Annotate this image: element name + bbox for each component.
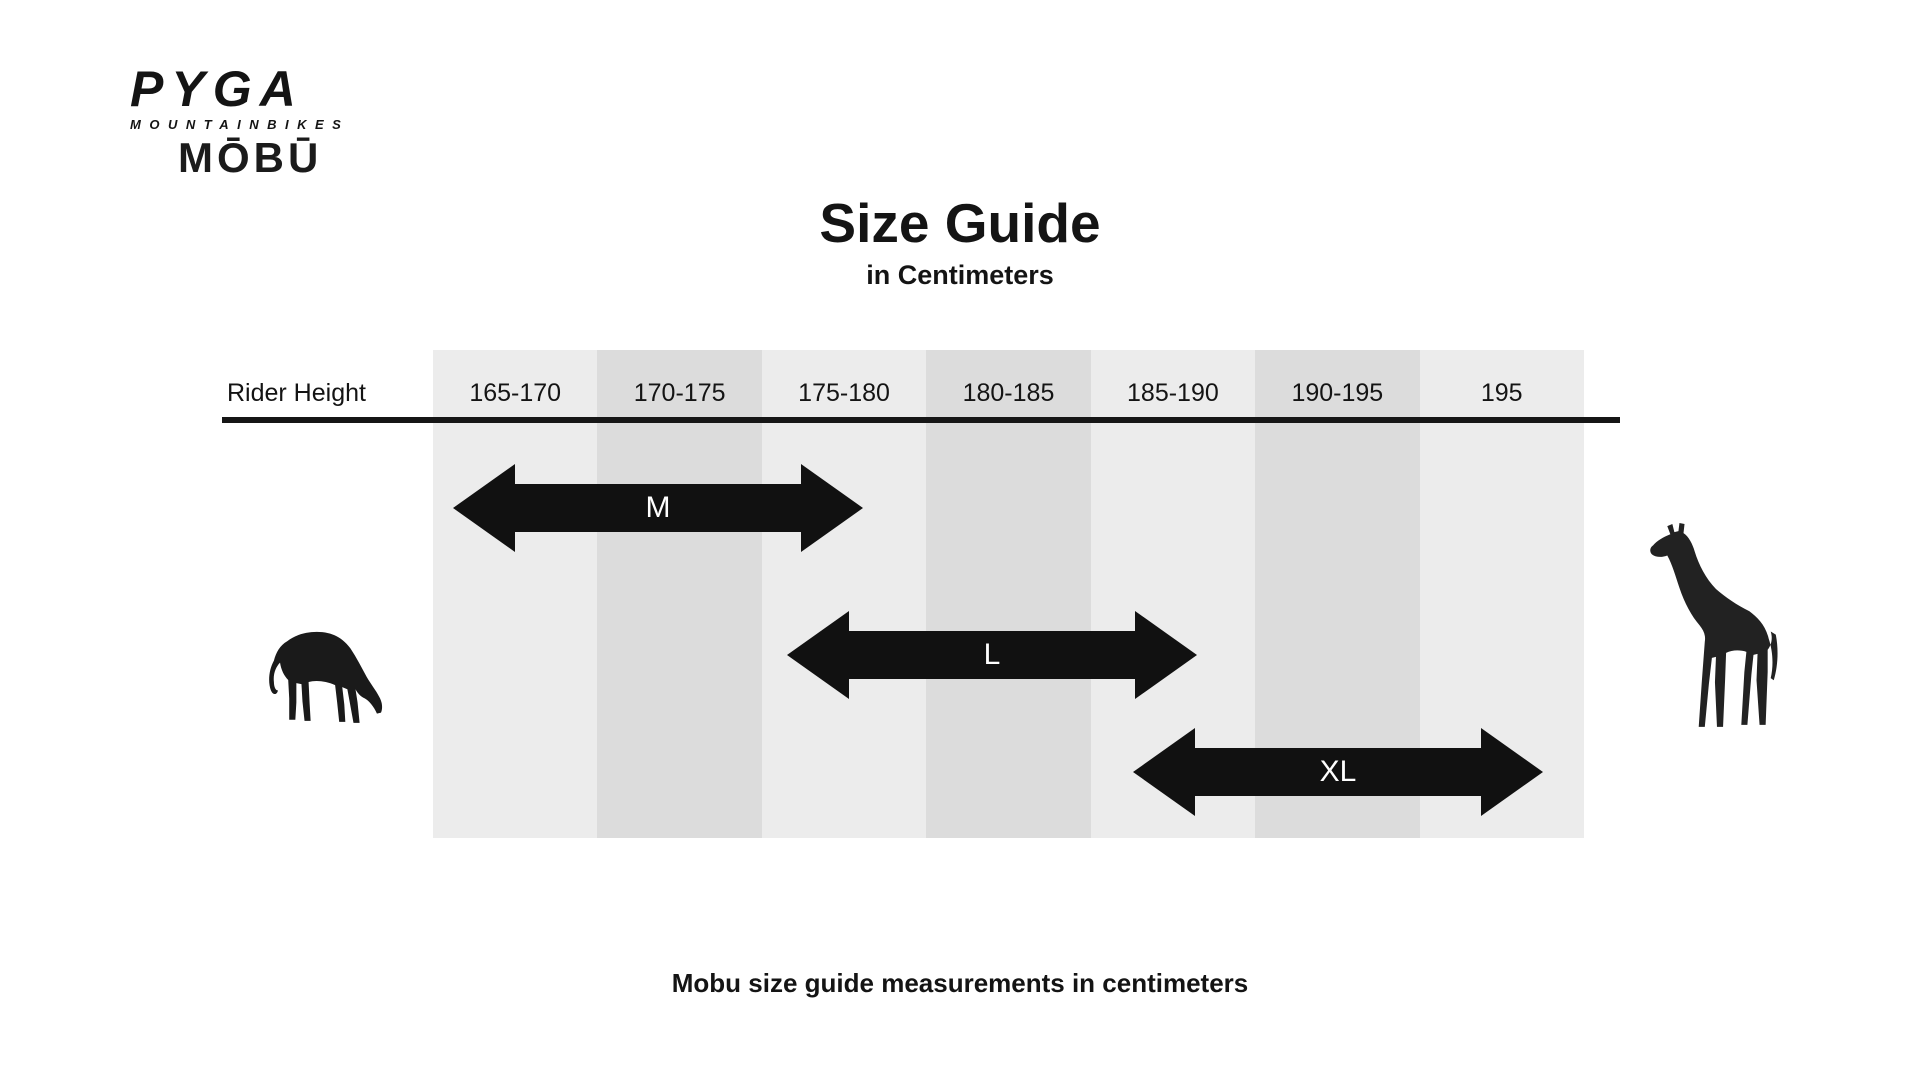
column-header-195: 195: [1480, 379, 1523, 407]
pony-icon: [269, 631, 383, 723]
column-header-175-180: 175-180: [798, 379, 890, 407]
height-column-band: [433, 350, 598, 838]
column-header-190-195: 190-195: [1291, 379, 1384, 407]
pyga-wordmark: PYGA: [130, 61, 304, 117]
size-arrow-xl: XL: [1133, 728, 1543, 816]
rider-height-label: Rider Height: [227, 379, 366, 407]
size-label-xl: XL: [1319, 755, 1357, 788]
page-title: Size Guide: [819, 192, 1101, 254]
arrow-left-head-icon: [1133, 728, 1195, 816]
arrow-left-head-icon: [787, 611, 849, 699]
column-header-185-190: 185-190: [1127, 379, 1219, 407]
arrow-right-head-icon: [1481, 728, 1543, 816]
height-column-band: [761, 350, 927, 838]
brand-logo: PYGA MOUNTAINBIKES MŌBŪ: [130, 64, 390, 179]
size-label-m: M: [645, 491, 671, 524]
size-arrow-m: M: [453, 464, 863, 552]
arrow-right-head-icon: [801, 464, 863, 552]
column-header-180-185: 180-185: [962, 379, 1055, 407]
height-column-band: [597, 350, 762, 838]
arrow-shaft: [849, 631, 1135, 679]
arrow-left-head-icon: [453, 464, 515, 552]
header-divider: [222, 417, 1620, 423]
mountainbikes-tagline: MOUNTAINBIKES: [130, 117, 350, 132]
page-subtitle: in Centimeters: [866, 260, 1054, 290]
arrow-shaft: [1195, 748, 1481, 796]
caption: Mobu size guide measurements in centimet…: [671, 968, 1249, 998]
column-header-row: 165-170 170-175 175-180 180-185 185-190 …: [433, 381, 1584, 406]
arrow-shaft: [515, 484, 801, 532]
size-arrow-l: L: [787, 611, 1197, 699]
arrow-right-head-icon: [1135, 611, 1197, 699]
column-header-170-175: 170-175: [633, 379, 726, 407]
size-label-l: L: [983, 638, 1001, 671]
column-header-165-170: 165-170: [469, 379, 562, 407]
mobu-wordmark: MŌBŪ: [178, 134, 323, 181]
giraffe-icon: [1650, 523, 1778, 727]
height-column-band: [926, 350, 1091, 838]
